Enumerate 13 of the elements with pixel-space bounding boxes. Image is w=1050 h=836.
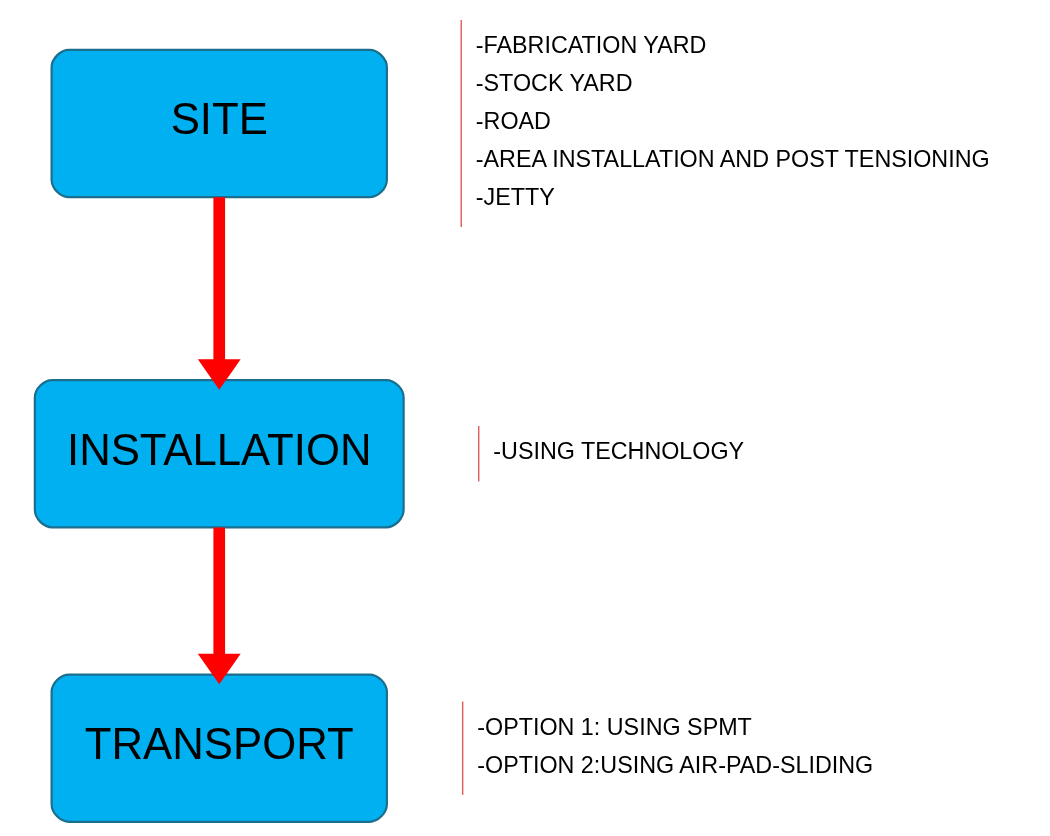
node-box: INSTALLATION [33,379,405,529]
node-label: -JETTY [475,183,555,210]
node-label: -ROAD [475,108,551,135]
node-label: -AREA INSTALLATION AND POST TENSIONING [475,145,990,172]
node-label: -OPTION 1: USING SPMT [477,713,752,740]
node-box: SITE [50,48,388,199]
node-label: -FABRICATION YARD [475,32,707,59]
node-box: TRANSPORT [50,673,388,823]
node-label: -USING TECHNOLOGY [493,438,745,465]
node-label: -OPTION 2:USING AIR-PAD-SLIDING [477,751,874,778]
arrow [197,197,241,390]
arrow [197,527,241,685]
node-label: -STOCK YARD [475,70,633,97]
